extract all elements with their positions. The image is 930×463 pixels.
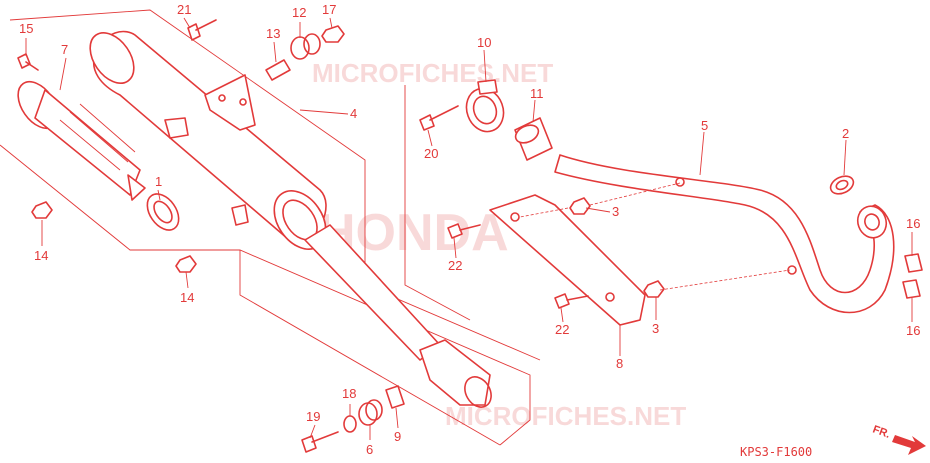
watermark-top: MICROFICHES.NET [312, 58, 553, 88]
callout-3b: 3 [652, 321, 659, 336]
callout-2: 2 [842, 126, 849, 141]
front-arrow: FR. [871, 424, 926, 455]
callout-18: 18 [342, 386, 356, 401]
gasket-2 [829, 175, 855, 195]
callout-9: 9 [394, 429, 401, 444]
callout-21: 21 [177, 2, 191, 17]
callout-3a: 3 [612, 204, 619, 219]
callout-16b: 16 [906, 323, 920, 338]
callout-22b: 22 [555, 322, 569, 337]
exhaust-pipe [554, 154, 895, 314]
callout-16a: 16 [906, 216, 920, 231]
clamp [465, 79, 505, 133]
callout-7: 7 [61, 42, 68, 57]
callout-14b: 14 [180, 290, 194, 305]
leader-lines [25, 17, 913, 440]
callouts: 15 7 21 13 12 17 4 1 14 14 10 11 20 5 2 … [19, 2, 920, 457]
arrow-icon [892, 435, 926, 455]
callout-19: 19 [306, 409, 320, 424]
callout-17: 17 [322, 2, 336, 17]
callout-11: 11 [530, 86, 544, 101]
gasket-1 [146, 193, 180, 231]
heat-guard [489, 194, 646, 326]
callout-1: 1 [155, 174, 162, 189]
callout-15: 15 [19, 21, 33, 36]
front-arrow-label: FR. [871, 424, 892, 441]
callout-8: 8 [616, 356, 623, 371]
callout-6: 6 [366, 442, 373, 457]
spark-arrester [17, 81, 146, 201]
callout-5: 5 [701, 118, 708, 133]
callout-22a: 22 [448, 258, 462, 273]
callout-13: 13 [266, 26, 280, 41]
callout-20: 20 [424, 146, 438, 161]
hardware [17, 19, 923, 453]
callout-12: 12 [292, 5, 306, 20]
muffler [89, 30, 492, 408]
diagram-code: KPS3-F1600 [740, 445, 812, 459]
callout-4: 4 [350, 106, 357, 121]
callout-14a: 14 [34, 248, 48, 263]
callout-10: 10 [477, 35, 491, 50]
